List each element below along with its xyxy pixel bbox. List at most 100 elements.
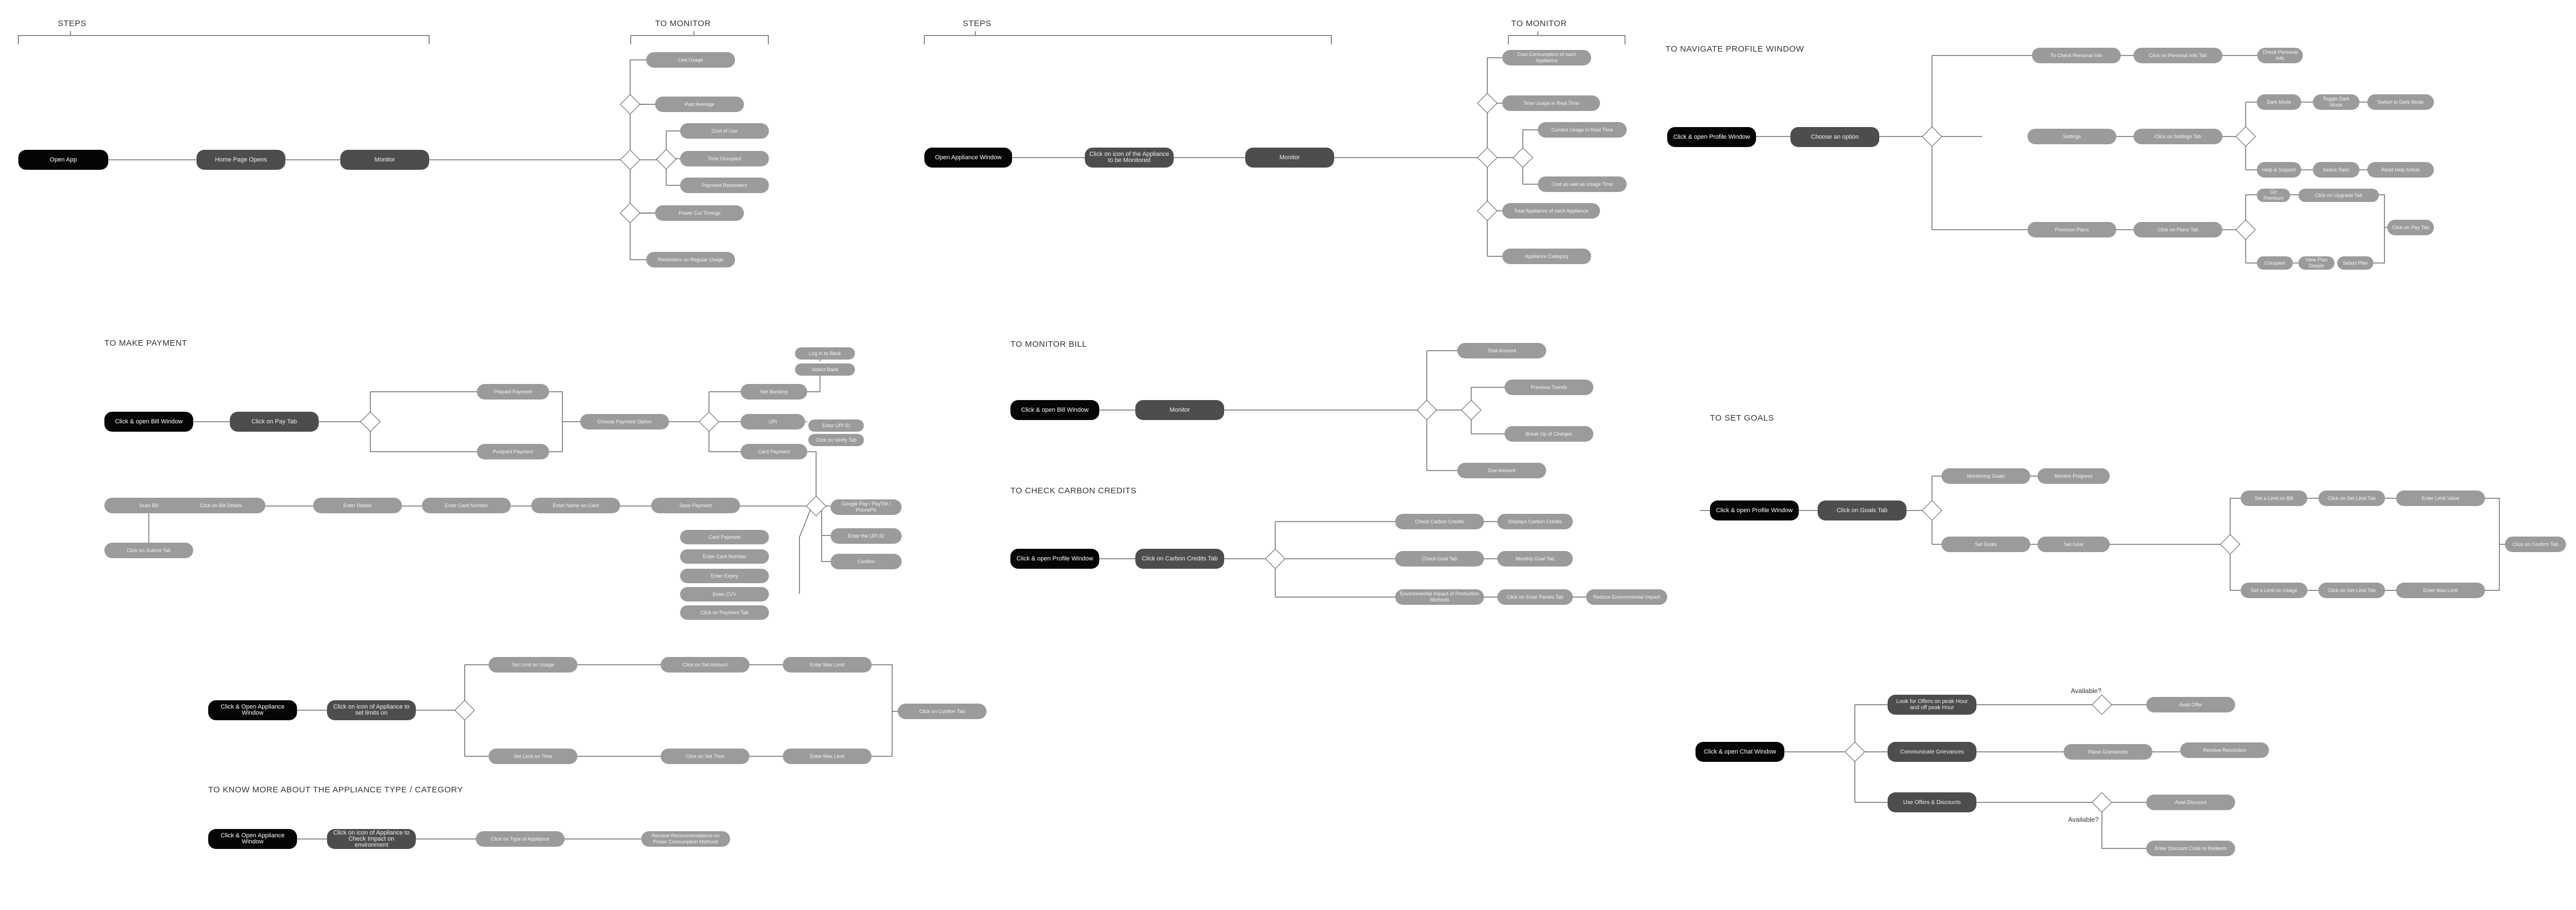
node-step: Enter Card Number bbox=[422, 498, 511, 513]
node-step: Enter Discount Code to Redeem bbox=[2146, 841, 2235, 856]
node-branch: Communicate Grievances bbox=[1888, 742, 1976, 762]
node-open-profile: Click & open Profile Window bbox=[1010, 549, 1099, 569]
node-open-chat: Click & open Chat Window bbox=[1695, 742, 1784, 762]
node-output: Time Occupied bbox=[680, 151, 769, 166]
node-branch: Premium Plans bbox=[2027, 222, 2116, 237]
heading-appliance-type: TO KNOW MORE ABOUT THE APPLIANCE TYPE / … bbox=[208, 785, 464, 795]
node-output: Break Up of Charges bbox=[1505, 426, 1593, 442]
node-step: Click on Pay Tab bbox=[2387, 220, 2434, 235]
node-confirm-tab: Click on Confirm Tab bbox=[2505, 537, 2566, 552]
node-type-tab: Click on Type of Appliance bbox=[476, 831, 565, 847]
node-step: Dark Mode bbox=[2257, 94, 2301, 110]
node-step: Select Topic bbox=[2313, 162, 2359, 178]
node-card-payment: Card Payment bbox=[680, 530, 769, 544]
node-branch: Set Goals bbox=[1941, 537, 2030, 552]
heading-carbon-credits: TO CHECK CARBON CREDITS bbox=[1010, 486, 1137, 496]
node-step: Go Premium bbox=[2257, 189, 2290, 202]
node-output: Power Cut Timings bbox=[655, 205, 744, 221]
node-step: Enter Max Limit bbox=[783, 657, 872, 673]
node-step: Enter Details bbox=[313, 498, 402, 513]
node-open-app: Open App bbox=[18, 150, 108, 170]
node-step: Click on Settings Tab bbox=[2134, 129, 2222, 144]
node-step: Click on Set Time bbox=[661, 749, 749, 764]
node-step: Click on Bill Details bbox=[177, 498, 265, 513]
node-monitor: Monitor bbox=[1245, 148, 1334, 168]
node-step: Click on Submit Tab bbox=[104, 543, 193, 558]
node-output: Appliance Category bbox=[1502, 249, 1591, 264]
label-available: Available? bbox=[2068, 816, 2099, 823]
node-upi-option: Google Pay / PayTM / PhonePe bbox=[831, 499, 902, 515]
node-card-step: Enter Card Number bbox=[680, 549, 769, 564]
heading-steps: STEPS bbox=[58, 19, 87, 28]
node-step: Set a Limit on Bill bbox=[2241, 491, 2307, 506]
node-recommendations: Receive Recommendations on Power Consump… bbox=[641, 831, 730, 847]
node-step: View Plan Details bbox=[2298, 256, 2334, 270]
heading-steps: STEPS bbox=[963, 19, 992, 28]
node-branch: Settings bbox=[2027, 129, 2116, 144]
node-branch: Monitoring Goals bbox=[1941, 468, 2030, 484]
node-monitor: Monitor bbox=[340, 150, 429, 170]
node-payment-tab: Click on Payment Tab bbox=[680, 605, 769, 620]
node-open-appliance: Click & Open Appliance Window bbox=[208, 829, 297, 849]
node-output: Time Usage in Real Time bbox=[1502, 95, 1600, 111]
node-result: Click on Solar Panels Tab bbox=[1497, 589, 1573, 605]
node-click-icon: Click on icon of the Appliance to be Mon… bbox=[1085, 148, 1174, 168]
node-goals-tab: Click on Goals Tab bbox=[1818, 501, 1906, 520]
node-step: Set a Limit on Usage bbox=[2241, 583, 2307, 598]
node-output: Payment Reminders bbox=[680, 178, 769, 193]
node-step: Click on Plans Tab bbox=[2134, 222, 2222, 237]
node-branch: Set Limit on Usage bbox=[489, 657, 577, 673]
node-output: Total Appliance of each Appliance bbox=[1502, 203, 1600, 219]
node-output: Past Average bbox=[655, 97, 744, 112]
node-step: Toggle Dark Mode bbox=[2313, 94, 2359, 110]
node-monitor: Monitor bbox=[1135, 400, 1224, 420]
node-monitor-progress: Monitor Progress bbox=[2037, 468, 2110, 484]
node-step: Check Personal Info bbox=[2257, 48, 2303, 63]
node-output: Total Amount bbox=[1457, 343, 1546, 358]
node-step: Enter Limit Value bbox=[2396, 491, 2485, 506]
node-output: Cost of Use bbox=[680, 123, 769, 139]
heading-set-goals: TO SET GOALS bbox=[1710, 413, 1774, 423]
label-available: Available? bbox=[2071, 687, 2102, 695]
heading-monitor-bill: TO MONITOR BILL bbox=[1010, 340, 1087, 349]
node-card-step: Enter Expiry bbox=[680, 569, 769, 583]
node-home-page-opens: Home Page Opens bbox=[197, 150, 285, 170]
node-step: Save Payment bbox=[651, 498, 740, 513]
node-step: Click on Upgrade Tab bbox=[2298, 189, 2379, 202]
node-step: Enter Max Limit bbox=[2396, 583, 2485, 598]
node-open-profile: Click & open Profile Window bbox=[1667, 127, 1756, 147]
node-output: Reminders on Regular Usage bbox=[646, 252, 735, 267]
node-output: Live Usage bbox=[646, 52, 735, 68]
node-set-goal: Set Goal bbox=[2037, 537, 2110, 552]
node-step: Log In to Bank bbox=[795, 347, 855, 360]
node-open-appliance: Click & Open Appliance Window bbox=[208, 700, 297, 720]
node-step: Click on Personal Info Tab bbox=[2134, 48, 2222, 63]
node-click-icon-impact: Click on icon of Appliance to Check Impa… bbox=[327, 829, 416, 849]
node-output: Cost as well as Usage Time bbox=[1538, 176, 1627, 192]
node-branch: Use Offers & Discounts bbox=[1888, 792, 1976, 812]
node-result: Monthly Goal Tab bbox=[1497, 551, 1573, 567]
node-open-appliance-window: Open Appliance Window bbox=[924, 148, 1012, 168]
node-branch: Check Goal Tab bbox=[1395, 551, 1484, 567]
node-step: Receive Resolution bbox=[2180, 742, 2269, 758]
node-step: Select Bank bbox=[795, 363, 855, 376]
node-output: Current Usage in Real Time bbox=[1538, 122, 1627, 138]
node-open-bill: Click & open Bill Window bbox=[1010, 400, 1099, 420]
node-carbon-credits-tab: Click on Carbon Credits Tab bbox=[1135, 549, 1224, 569]
node-upi-option: Enter the UPI ID bbox=[831, 528, 902, 544]
node-choose-option: Choose an option bbox=[1790, 127, 1879, 147]
node-output: Cost Consumption of each Appliance bbox=[1502, 50, 1591, 65]
node-step: Avail Offer bbox=[2146, 697, 2235, 712]
heading-to-monitor: TO MONITOR bbox=[655, 19, 711, 28]
node-branch: Environmental Impact of Production Metho… bbox=[1395, 589, 1484, 605]
node-step: Click on Set Limit Tab bbox=[2318, 583, 2385, 598]
heading-navigate-profile: TO NAVIGATE PROFILE WINDOW bbox=[1666, 44, 1804, 54]
node-branch: Check Carbon Credits bbox=[1395, 514, 1484, 529]
node-branch: Postpaid Payment bbox=[477, 444, 549, 459]
node-open-profile: Click & open Profile Window bbox=[1710, 501, 1799, 520]
node-click-icon-limits: Click on icon of Appliance to set limits… bbox=[327, 700, 416, 720]
node-choose-payment: Choose Payment Option bbox=[580, 414, 669, 429]
node-method: Net Banking bbox=[741, 384, 807, 400]
node-step: Enter Max Limit bbox=[783, 749, 872, 764]
node-branch: To Check Personal Info bbox=[2032, 48, 2121, 63]
